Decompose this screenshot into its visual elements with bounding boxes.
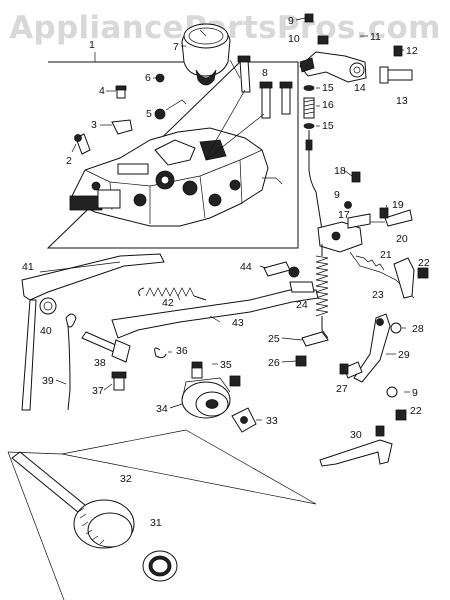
bolt-parts: [237, 55, 293, 119]
label-6: 6: [145, 72, 151, 84]
spring-stack-part: [303, 85, 331, 241]
shaft-knob-part: [11, 451, 178, 582]
label-44: 44: [240, 261, 252, 273]
lower-linkage-part: [295, 313, 407, 467]
label-10: 10: [288, 33, 300, 45]
label-2: 2: [66, 155, 72, 167]
leader-lines: [55, 17, 410, 421]
label-38: 38: [94, 357, 106, 369]
label-15b: 15: [322, 120, 334, 132]
label-18: 18: [334, 165, 346, 177]
label-12: 12: [406, 45, 418, 57]
label-39: 39: [42, 375, 54, 387]
throttle-lever-part: [299, 13, 413, 84]
label-41: 41: [22, 261, 34, 273]
control-arm-part: [111, 261, 319, 339]
label-15a: 15: [322, 82, 334, 94]
label-5: 5: [146, 108, 152, 120]
label-33: 33: [266, 415, 278, 427]
label-1: 1: [89, 39, 95, 51]
valve-body-part: [69, 127, 283, 227]
label-9a: 9: [288, 15, 294, 27]
label-11: 11: [370, 31, 381, 43]
label-22a: 22: [418, 257, 430, 269]
label-9c: 9: [412, 387, 418, 399]
pivot-bolt-part: [81, 331, 167, 391]
label-8: 8: [262, 67, 268, 79]
label-3: 3: [91, 119, 97, 131]
label-20: 20: [396, 233, 408, 245]
label-4: 4: [99, 85, 105, 97]
label-42: 42: [162, 297, 174, 309]
label-26: 26: [268, 357, 280, 369]
label-24: 24: [296, 299, 308, 311]
governor-spring-part: [315, 244, 329, 339]
part-labels: 1 2 3 4 5 6 7 8 9 10 11 12 13 14 15 16 1…: [22, 15, 430, 529]
pedal-lever-part: [21, 253, 165, 411]
label-9b: 9: [334, 189, 340, 201]
label-13: 13: [396, 95, 408, 107]
label-28: 28: [412, 323, 424, 335]
linkage-block-part: [317, 171, 429, 299]
label-23: 23: [372, 289, 384, 301]
label-35: 35: [220, 359, 232, 371]
label-32: 32: [120, 473, 132, 485]
label-43: 43: [232, 317, 244, 329]
lower-box-outline: [7, 429, 317, 505]
label-25: 25: [268, 333, 280, 345]
label-40: 40: [40, 325, 52, 337]
label-21: 21: [380, 249, 392, 261]
label-17: 17: [338, 209, 350, 221]
label-30: 30: [350, 429, 362, 441]
gauge-part: [181, 23, 231, 86]
label-36: 36: [176, 345, 188, 357]
label-29: 29: [398, 349, 410, 361]
screw-parts: [74, 73, 187, 155]
label-7: 7: [173, 41, 179, 53]
label-34: 34: [156, 403, 168, 415]
label-14: 14: [354, 82, 366, 94]
label-31: 31: [150, 517, 162, 529]
label-16: 16: [322, 99, 334, 111]
label-22b: 22: [410, 405, 422, 417]
return-spring-part: [138, 287, 207, 301]
label-19: 19: [392, 199, 404, 211]
label-27: 27: [336, 383, 348, 395]
label-37: 37: [92, 385, 104, 397]
governor-pulley-part: [181, 361, 257, 433]
